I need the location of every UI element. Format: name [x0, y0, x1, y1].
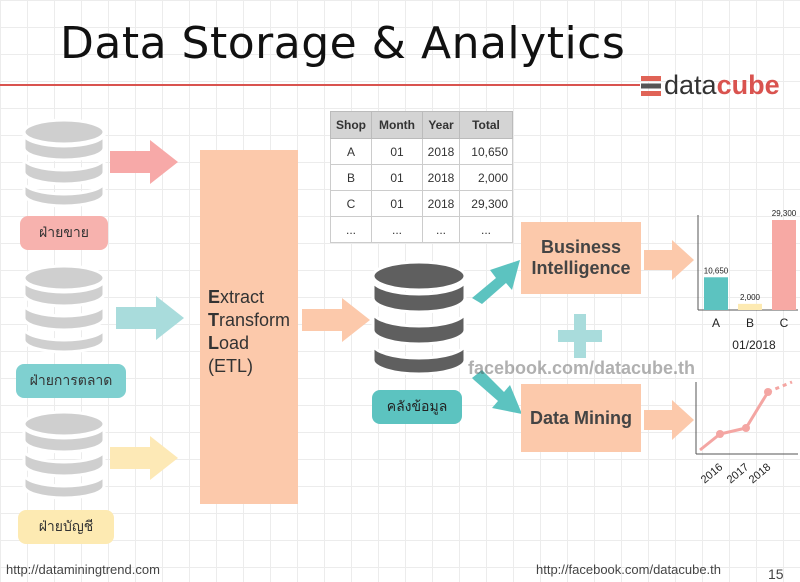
logo-text-cube: cube	[716, 70, 780, 100]
sales-database-icon	[22, 118, 106, 208]
watermark-text: facebook.com/datacube.th	[468, 358, 696, 378]
bar	[704, 277, 728, 310]
table-header-cell: Total	[459, 111, 513, 139]
x-tick-label: 2016	[699, 461, 725, 486]
table-cell: 2018	[422, 138, 460, 165]
page-title: Data Storage & Analytics	[60, 18, 626, 69]
etl-load-line: Load	[208, 333, 250, 353]
warehouse-to-dm-arrow-icon	[472, 370, 522, 414]
title-underline	[0, 84, 640, 86]
series-line	[699, 391, 770, 452]
footer-left-url[interactable]: http://dataminingtrend.com	[6, 562, 160, 577]
bar	[772, 220, 796, 310]
table-row: B 01 2018 2,000	[330, 164, 513, 191]
marketing-database-icon	[22, 264, 106, 354]
table-cell: 29,300	[459, 190, 513, 217]
sales-arrow-icon	[110, 140, 178, 184]
data-mining-box: Data Mining	[521, 384, 641, 452]
business-intelligence-box: Business Intelligence	[521, 222, 641, 294]
table-cell: 2,000	[459, 164, 513, 191]
table-header-cell: Month	[371, 111, 423, 139]
table-header-cell: Shop	[330, 111, 372, 139]
table-cell: 2018	[422, 190, 460, 217]
bi-label-line2: Intelligence	[531, 258, 631, 278]
table-header-row: Shop Month Year Total	[330, 111, 513, 139]
table-header-cell: Year	[422, 111, 460, 139]
table-row: ... ... ... ...	[330, 216, 513, 243]
table-cell: 01	[371, 138, 423, 165]
marketing-department-label: ฝ่ายการตลาด	[16, 364, 126, 398]
table-cell: 2018	[422, 164, 460, 191]
x-tick-label: 2018	[747, 461, 773, 486]
etl-text: Extract Transform Load (ETL)	[208, 286, 290, 378]
bi-to-chart-arrow-icon	[644, 240, 694, 280]
data-point	[716, 430, 724, 438]
etl-abbrev-line: (ETL)	[208, 356, 253, 376]
page-number: 15	[768, 566, 784, 582]
etl-block	[200, 150, 298, 504]
table-cell: B	[330, 164, 372, 191]
table-cell: 01	[371, 190, 423, 217]
accounting-department-label: ฝ่ายบัญชี	[18, 510, 114, 544]
data-point	[742, 424, 750, 432]
footer-right-url[interactable]: http://facebook.com/datacube.th	[536, 562, 722, 577]
marketing-arrow-icon	[116, 296, 184, 340]
table-cell: C	[330, 190, 372, 217]
table-cell: ...	[459, 216, 513, 243]
x-axis-label: 01/2018	[732, 338, 776, 352]
etl-extract-line: Extract	[208, 287, 265, 307]
data-point	[764, 388, 772, 396]
bar	[738, 303, 762, 310]
sales-table: Shop Month Year Total A 01 2018 10,650 B…	[330, 111, 513, 243]
bar-value-label: 10,650	[704, 266, 729, 275]
dm-to-chart-arrow-icon	[644, 400, 694, 440]
table-cell: ...	[422, 216, 460, 243]
etl-transform-line: Transform	[208, 310, 291, 330]
x-tick-label: B	[746, 316, 754, 330]
warehouse-to-bi-arrow-icon	[472, 260, 520, 304]
accounting-database-icon	[22, 410, 106, 500]
logo-bars-icon	[641, 76, 661, 96]
table-cell: 01	[371, 164, 423, 191]
datacube-logo: datacube	[641, 70, 780, 101]
data-warehouse-icon	[371, 260, 467, 376]
plus-icon	[558, 314, 602, 358]
x-tick-label: C	[780, 316, 789, 330]
sales-department-label: ฝ่ายขาย	[20, 216, 108, 250]
logo-text-data: data	[664, 70, 717, 100]
data-warehouse-label: คลังข้อมูล	[372, 390, 462, 424]
accounting-arrow-icon	[110, 436, 178, 480]
x-tick-label: A	[712, 316, 720, 330]
bi-label-line1: Business	[540, 237, 622, 257]
table-row: C 01 2018 29,300	[330, 190, 513, 217]
etl-to-warehouse-arrow-icon	[302, 298, 370, 342]
table-cell: ...	[371, 216, 423, 243]
table-cell: 10,650	[459, 138, 513, 165]
table-cell: A	[330, 138, 372, 165]
bar-value-label: 29,300	[772, 209, 797, 218]
x-tick-label: 2017	[725, 461, 751, 486]
table-row: A 01 2018 10,650	[330, 138, 513, 165]
table-cell: ...	[330, 216, 372, 243]
bar-value-label: 2,000	[740, 293, 761, 302]
